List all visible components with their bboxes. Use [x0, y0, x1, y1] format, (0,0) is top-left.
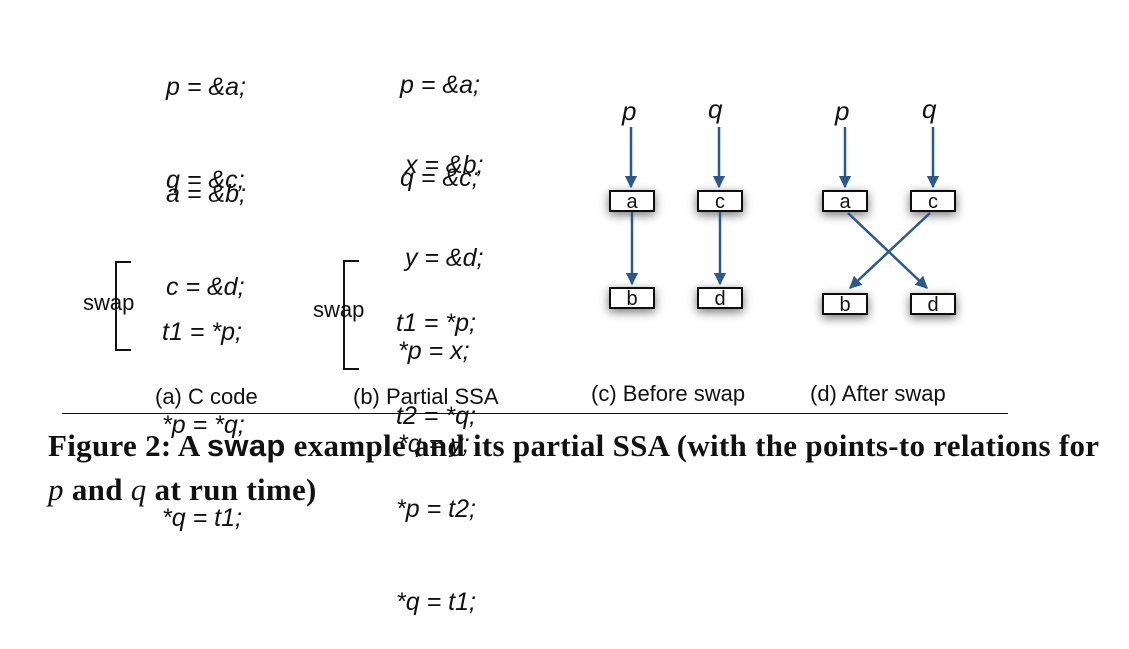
code-line: t1 = *p; [396, 309, 476, 337]
node-label-c: c [928, 191, 938, 213]
pointer-label-q: q [708, 94, 723, 124]
code-line: t1 = *p; [162, 318, 242, 346]
code-line: q = &c; [400, 164, 479, 192]
code-line: x = &b; [398, 151, 484, 179]
code-b-mid: x = &b; y = &d; *p = x; *q = y; [398, 88, 483, 491]
caption-c: (c) Before swap [591, 381, 746, 406]
code-line: q = &c; [166, 166, 245, 194]
code-line: a = &b; [166, 180, 246, 208]
node-a [822, 190, 868, 212]
node-label-d: d [927, 294, 938, 316]
figure-caption: Figure 2: A swap example and its partial… [48, 424, 1108, 512]
caption-prefix: Figure 2: A [48, 428, 207, 463]
node-label-c: c [715, 191, 725, 213]
caption-var-p: p [48, 472, 64, 507]
node-label-a: a [839, 191, 851, 213]
node-c [697, 190, 743, 212]
node-label-b: b [626, 288, 637, 310]
code-line: *p = x; [398, 337, 470, 365]
swap-bracket-a [115, 261, 131, 351]
node-label-b: b [839, 294, 850, 316]
caption-suffix: at run time) [146, 472, 317, 507]
code-b-top: p = &a; q = &c; [400, 8, 480, 225]
code-a-mid: a = &b; c = &d; [166, 117, 246, 334]
points-to-diagrams: p q a c b d p q a c b d [609, 94, 956, 316]
caption-a: (a) C code [155, 384, 258, 409]
caption-rule [62, 413, 1008, 414]
node-a [609, 190, 655, 212]
pointer-label-q: q [922, 94, 937, 124]
caption-keyword: swap [206, 428, 286, 463]
code-line: p = &a; [400, 71, 480, 99]
code-line: *p = *q; [162, 411, 245, 439]
swap-label-b: swap [313, 297, 365, 322]
swap-label-a: swap [83, 290, 135, 315]
code-line: *q = y; [398, 430, 470, 458]
pointer-label-p: p [621, 96, 636, 126]
arrow-c-b [849, 212, 931, 289]
node-c [910, 190, 956, 212]
code-line: *q = t1; [396, 588, 476, 616]
swap-bracket-b [343, 260, 359, 370]
code-line: p = &a; [166, 73, 246, 101]
caption-middle: example and its partial SSA (with the po… [285, 428, 1099, 463]
pointer-label-p: p [834, 96, 849, 126]
node-d [697, 287, 743, 309]
code-line: t2 = *q; [396, 402, 476, 430]
node-d [910, 293, 956, 315]
node-b [609, 287, 655, 309]
caption-and: and [63, 472, 131, 507]
node-b [822, 293, 868, 315]
code-a-top: p = &a; q = &c; [166, 10, 246, 227]
code-line: y = &d; [398, 244, 484, 272]
caption-var-q: q [130, 472, 147, 507]
code-line: c = &d; [166, 273, 245, 301]
node-label-d: d [714, 288, 725, 310]
caption-b: (b) Partial SSA [353, 384, 499, 409]
arrow-a-d [847, 212, 928, 289]
node-label-a: a [626, 191, 638, 213]
caption-d: (d) After swap [810, 381, 946, 406]
